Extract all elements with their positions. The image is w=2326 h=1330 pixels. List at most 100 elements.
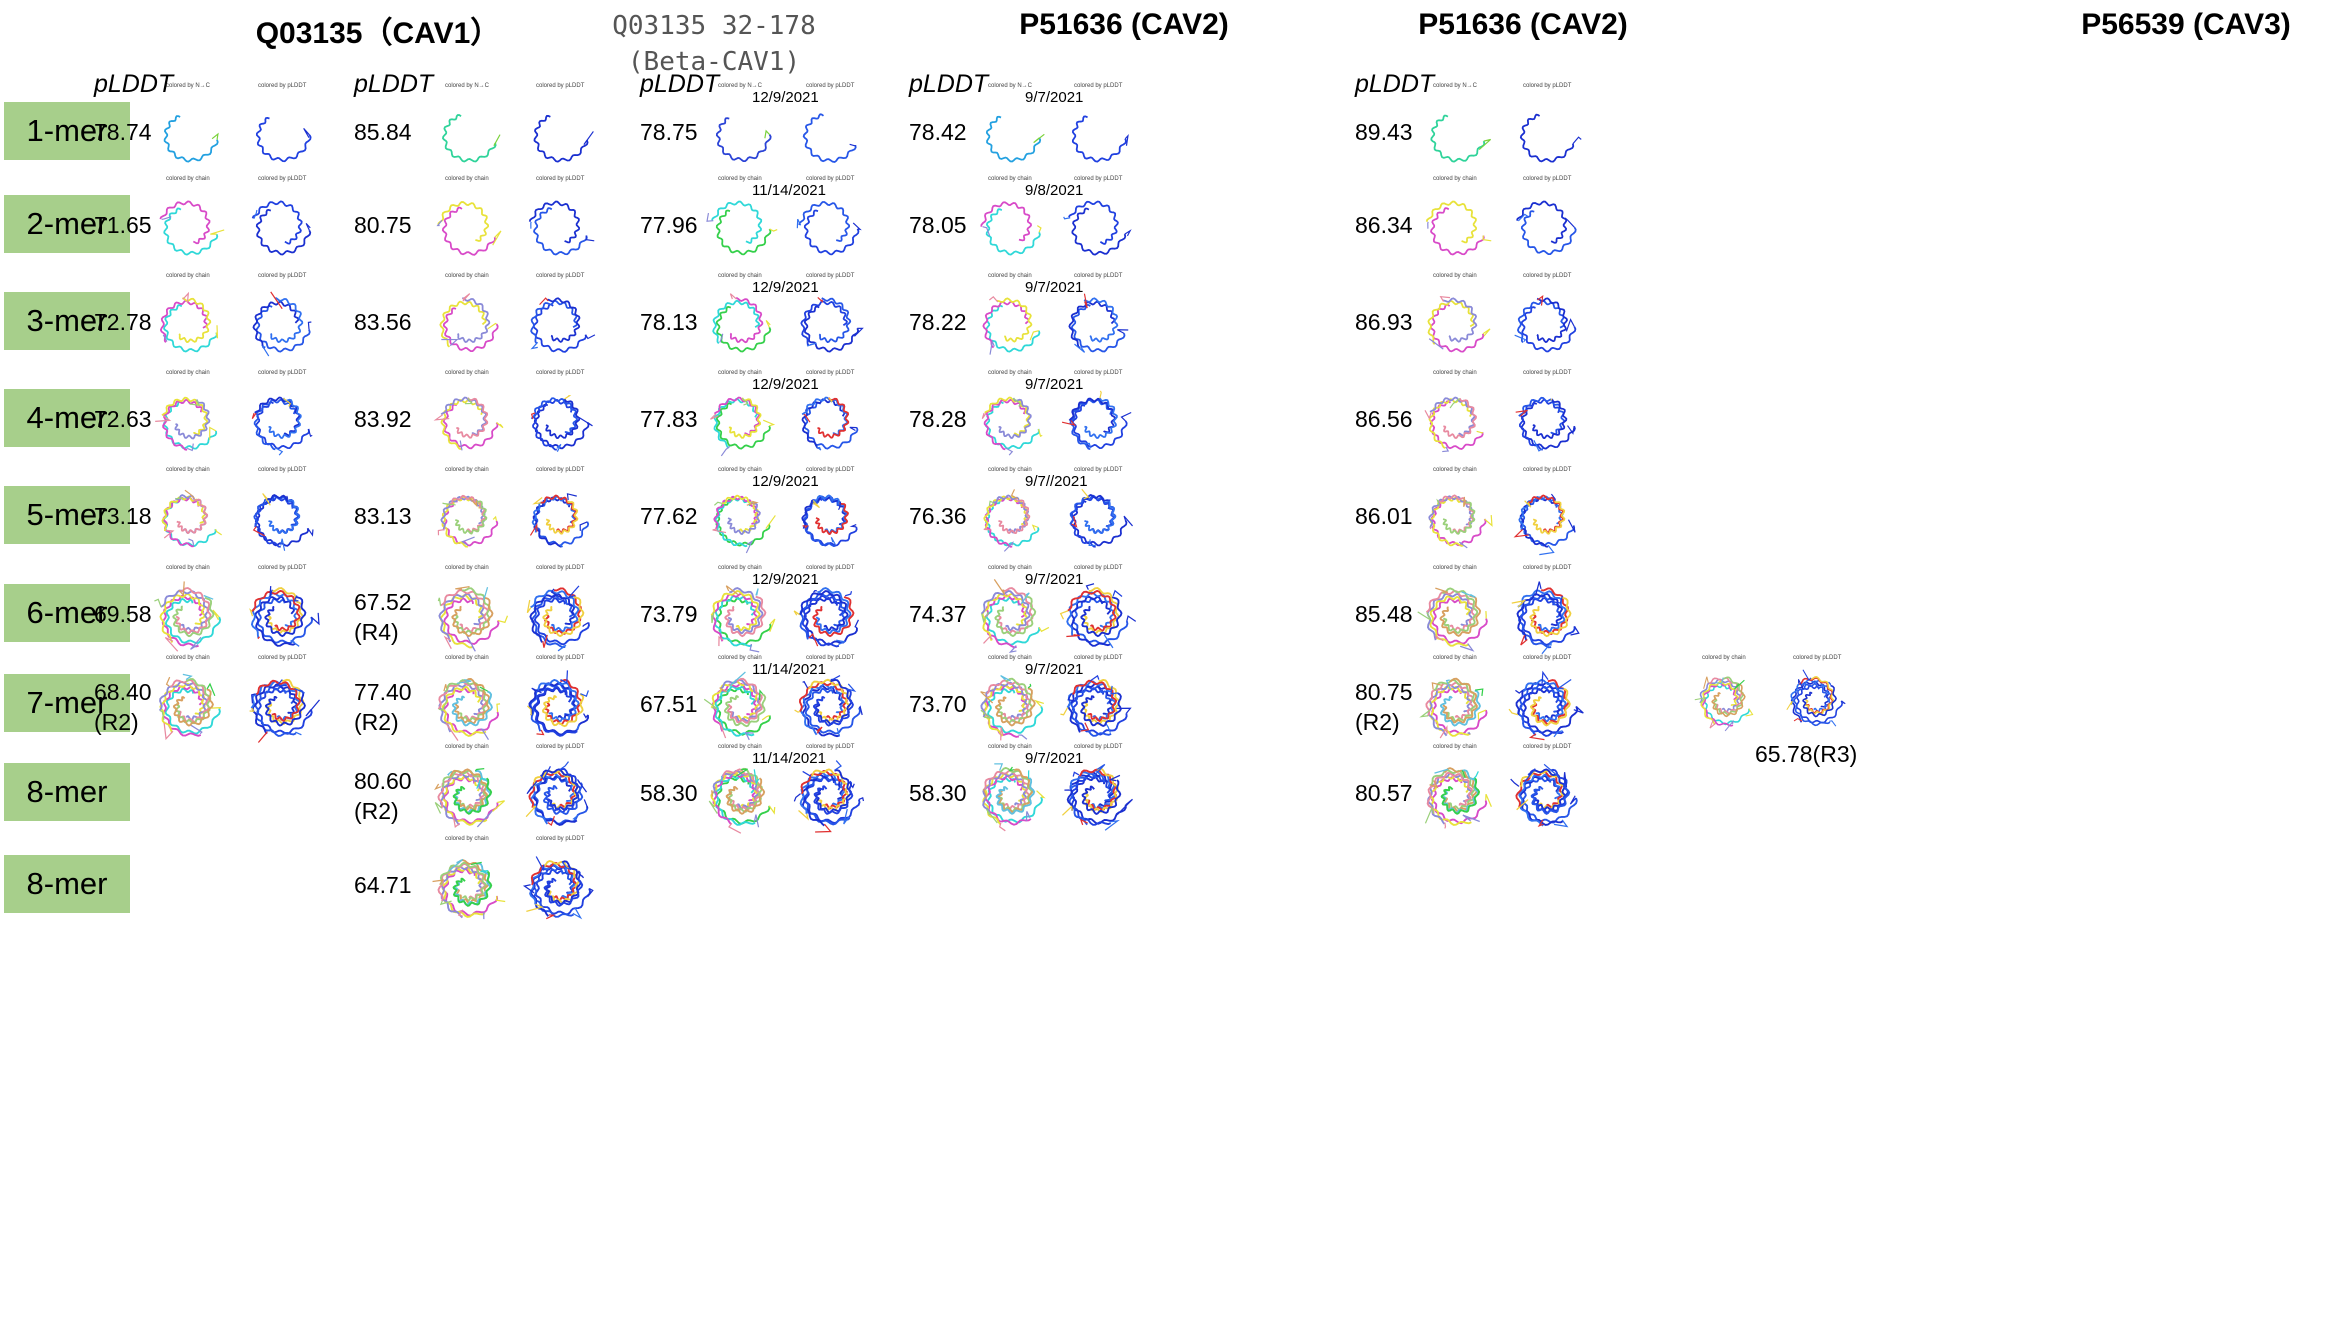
row-label-4-mer-3: 4-mer [4, 389, 130, 447]
structure-render-left-cav2a-0 [715, 117, 772, 163]
structure-render-extra-left [1694, 676, 1754, 732]
panel-label-right: colored by pLDDT [806, 176, 855, 182]
structure-render-left-cav2b-0 [985, 115, 1045, 163]
panel-label-right: colored by pLDDT [258, 565, 307, 571]
row-label-5-mer-4: 5-mer [4, 486, 130, 544]
structure-render-extra-right [1786, 669, 1846, 727]
structure-render-right-beta-8 [522, 856, 594, 920]
structure-render-right-cav2b-2 [1068, 293, 1129, 353]
column-header-beta-cav1: Q03135 32-178 (Beta-CAV1) [612, 11, 816, 77]
row-label-7-mer-6: 7-mer [4, 674, 130, 732]
structure-render-left-cav3-2 [1427, 295, 1491, 353]
panel-label-left: colored by chain [988, 655, 1032, 661]
structure-render-right-cav1-6 [249, 678, 320, 743]
plddt-value-cav2a-2-mer: 77.96 [640, 210, 698, 240]
value-line: 78.05 [909, 212, 967, 238]
panel-label-left: colored by N→C [988, 83, 1033, 89]
panel-label-right: colored by pLDDT [1523, 370, 1572, 376]
structure-render-right-cav2a-2 [800, 297, 864, 353]
structure-render-right-beta-5 [526, 585, 590, 652]
panel-label-right: colored by pLDDT [1074, 744, 1123, 750]
structure-render-left-beta-3 [433, 396, 504, 451]
plddt-label-beta: pLDDT [354, 70, 434, 98]
value-line: 86.01 [1355, 503, 1413, 529]
value-line: 80.60 [354, 768, 412, 794]
structure-render-left-cav2b-4 [983, 489, 1040, 552]
panel-label-left: colored by chain [1433, 370, 1477, 376]
structure-render-right-cav2a-7 [793, 760, 865, 833]
value-line: 58.30 [909, 780, 967, 806]
value-line: 76.36 [909, 503, 967, 529]
value-line: 72.63 [94, 406, 152, 432]
date-cav2b-4-mer: 9/7/2021 [1025, 376, 1084, 393]
plddt-value-cav2b-6-mer: 74.37 [909, 599, 967, 629]
plddt-value-beta-1-mer: 85.84 [354, 117, 412, 147]
panel-label-right: colored by pLDDT [536, 836, 585, 842]
value-line: 80.57 [1355, 780, 1413, 806]
structure-render-right-cav2a-0 [802, 113, 857, 163]
structure-render-left-cav3-0 [1430, 114, 1492, 163]
structure-render-right-cav1-0 [255, 116, 312, 163]
structure-render-left-beta-5 [437, 585, 509, 652]
value-line: 78.42 [909, 119, 967, 145]
structure-render-right-beta-6 [526, 670, 590, 737]
plddt-value-cav1-3-mer: 72.78 [94, 307, 152, 337]
value-line: 72.78 [94, 309, 152, 335]
structure-render-left-cav3-4 [1428, 494, 1493, 549]
panel-label-right: colored by pLDDT [1523, 744, 1572, 750]
panel-label-left: colored by chain [445, 273, 489, 279]
structure-render-left-cav1-1 [159, 200, 225, 256]
date-cav2a-2-mer: 11/14/2021 [752, 182, 826, 199]
value-line: 86.93 [1355, 309, 1413, 335]
structure-render-left-cav1-4 [161, 489, 222, 548]
value-line: 58.30 [640, 780, 698, 806]
structure-render-left-cav1-3 [155, 396, 218, 452]
value-line: 73.18 [94, 503, 152, 529]
panel-label-right: colored by pLDDT [536, 467, 585, 473]
value-line: (R2) [94, 709, 139, 735]
panel-label-right: colored by pLDDT [806, 744, 855, 750]
value-line: 78.75 [640, 119, 698, 145]
date-cav2a-6-mer: 12/9/2021 [752, 571, 819, 588]
panel-label-left: colored by chain [1433, 273, 1477, 279]
panel-label-left: colored by chain [988, 467, 1032, 473]
structure-render-right-cav3-0 [1519, 113, 1582, 163]
plddt-label-cav2a: pLDDT [640, 70, 720, 98]
panel-label-left: colored by chain [718, 176, 762, 182]
panel-label-left: colored by chain [1433, 467, 1477, 473]
panel-label-right: colored by pLDDT [536, 565, 585, 571]
structure-render-left-cav1-2 [159, 291, 219, 353]
panel-label-right: colored by pLDDT [258, 370, 307, 376]
structure-render-right-cav2b-6 [1060, 674, 1132, 737]
row-label-6-mer-5: 6-mer [4, 584, 130, 642]
panel-label-left: colored by chain [166, 370, 210, 376]
plddt-value-cav2a-3-mer: 78.13 [640, 307, 698, 337]
date-cav2b-3-mer: 9/7/2021 [1025, 279, 1084, 296]
panel-label-right: colored by pLDDT [806, 565, 855, 571]
column-header-cav1: Q03135（CAV1） [255, 17, 501, 50]
panel-label-left: colored by chain [988, 273, 1032, 279]
panel-label-left: colored by chain [445, 176, 489, 182]
structure-render-right-cav1-4 [252, 493, 314, 551]
panel-label-right: colored by pLDDT [1523, 565, 1572, 571]
value-line: 85.84 [354, 119, 412, 145]
structure-render-right-cav2b-5 [1059, 583, 1137, 649]
date-cav2b-7-mer: 9/7/2021 [1025, 661, 1084, 678]
panel-label-right: colored by pLDDT [806, 655, 855, 661]
plddt-value-cav1-1-mer: 78.74 [94, 117, 152, 147]
date-cav2b-2-mer: 9/8/2021 [1025, 182, 1084, 199]
panel-label-left: colored by chain [1433, 655, 1477, 661]
date-cav2a-1-mer: 12/9/2021 [752, 89, 819, 106]
value-line: (R2) [354, 709, 399, 735]
panel-label-right: colored by pLDDT [1074, 83, 1123, 89]
plddt-value-cav2a-8-mer: 58.30 [640, 778, 698, 808]
structure-render-left-cav2b-6 [980, 674, 1045, 741]
structure-render-left-cav3-3 [1424, 396, 1484, 453]
plddt-value-cav3-7-mer: 80.75(R2) [1355, 677, 1413, 737]
panel-label-left: colored by chain [445, 655, 489, 661]
row-label-8-mer-8: 8-mer [4, 855, 130, 913]
plddt-value-cav1-7-mer: 68.40(R2) [94, 677, 152, 737]
panel-label-right: colored by pLDDT [1523, 83, 1572, 89]
panel-label-right: colored by pLDDT [1523, 467, 1572, 473]
panel-label-left: colored by chain [166, 565, 210, 571]
